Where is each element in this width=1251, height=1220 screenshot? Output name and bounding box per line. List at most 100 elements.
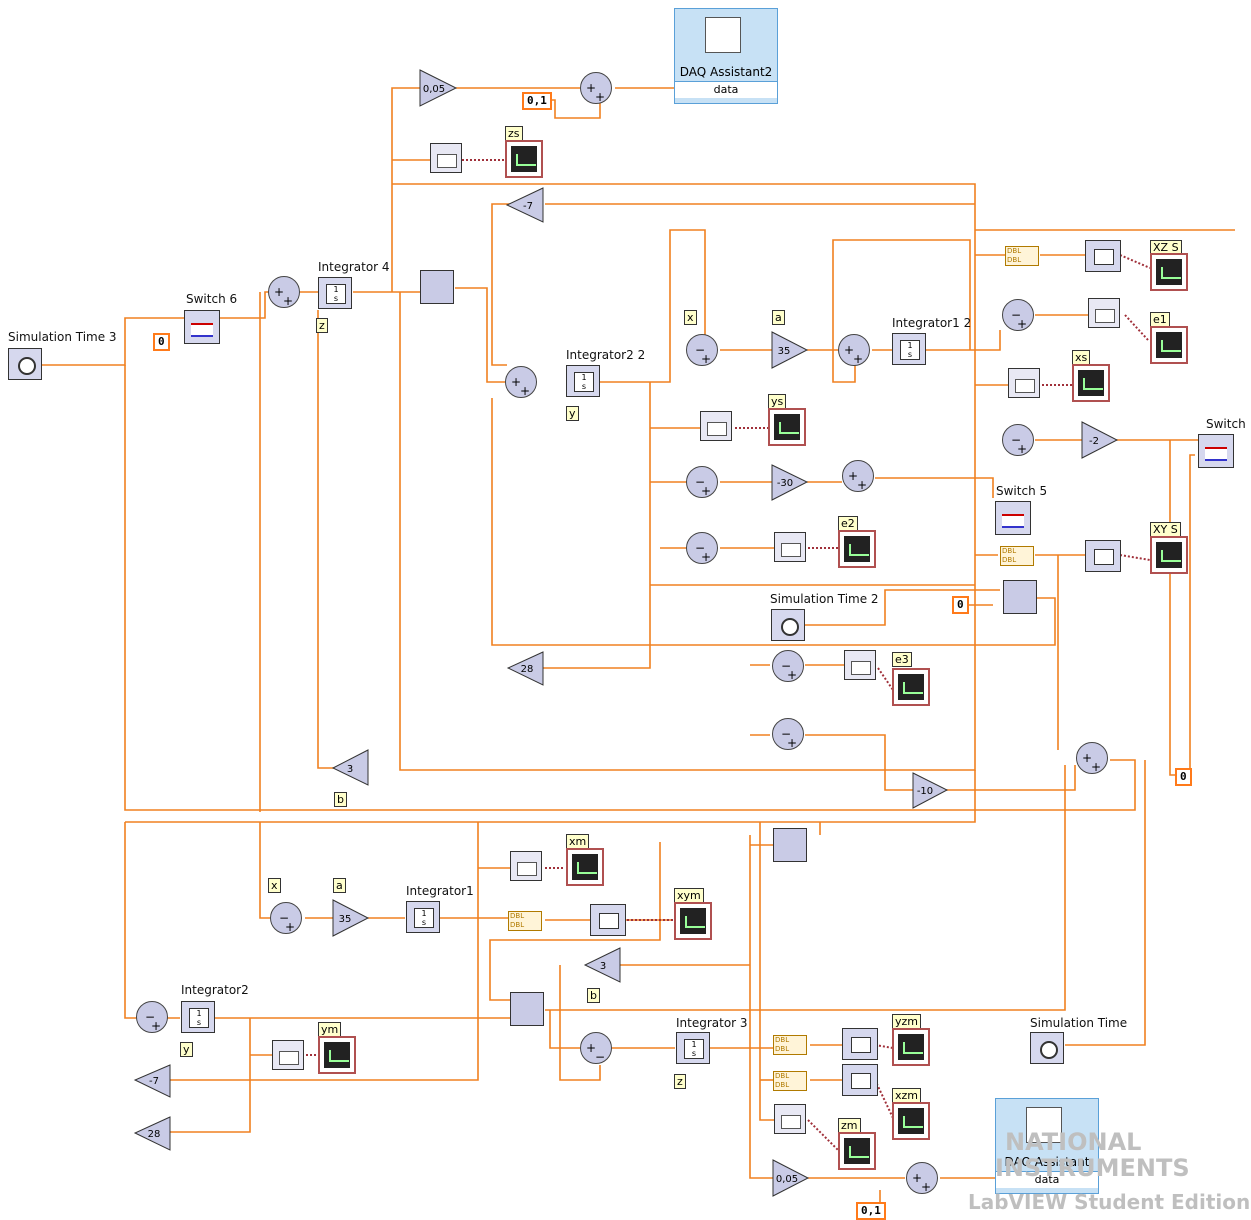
multiply-node-switch5[interactable] [1003,580,1037,614]
tag-y-bottom: y [180,1042,193,1057]
constant-01-top[interactable]: 0,1 [522,92,552,110]
waveform-builder-e2[interactable] [774,532,806,562]
sum-node-right[interactable]: ++ [1076,742,1108,774]
scope-xzs[interactable] [1150,253,1188,291]
tag-b-top: b [334,792,347,807]
sum-node-e3[interactable]: −+ [772,650,804,682]
waveform-builder-xs[interactable] [1008,368,1040,398]
sim-time-2-label: Simulation Time 2 [770,592,879,606]
daq-assistant-node[interactable]: DAQ Assistant data [995,1098,1099,1194]
switch-label: Switch [1206,417,1246,431]
waveform-builder-ys[interactable] [700,411,732,441]
scope-e2[interactable] [838,530,876,568]
simulation-time-3-node[interactable] [8,348,42,380]
scope-label-ys: ys [768,394,787,409]
constant-0-switch5[interactable]: 0 [952,596,969,614]
watermark-national: NATIONAL [1005,1128,1142,1156]
sum-node-minus2[interactable]: −+ [1002,424,1034,456]
tag-z-bottom: z [674,1074,686,1089]
constant-0-switch6[interactable]: 0 [153,333,170,351]
waveform-builder-e1[interactable] [1088,298,1120,328]
gain-005-bottom: 0,05 [776,1174,798,1185]
sum-node-y-bottom[interactable]: −+ [136,1001,168,1033]
constant-0-switch[interactable]: 0 [1175,768,1192,786]
gain-3-top: 3 [347,764,353,775]
sum-node-daq2[interactable]: ++ [580,72,612,104]
gain-minus7-bottom: -7 [149,1076,159,1087]
scope-xys[interactable] [1150,536,1188,574]
multiply-node-mid[interactable] [773,828,807,862]
xy-builder-xys[interactable] [1085,540,1121,572]
tag-z-top: z [316,318,328,333]
xy-builder-xzm[interactable] [842,1064,878,1096]
sum-node-z-bottom[interactable]: +− [580,1032,612,1064]
scope-xym[interactable] [674,902,712,940]
scope-label-xzm: xzm [892,1088,921,1103]
multiply-node-top[interactable] [420,270,454,304]
sum-node-e1[interactable]: −+ [1002,299,1034,331]
sum-node-daq[interactable]: ++ [906,1162,938,1194]
sum-node-y-mid[interactable]: ++ [842,460,874,492]
switch-5-node[interactable] [995,501,1031,535]
scope-ys[interactable] [768,408,806,446]
sum-node-minus10[interactable]: −+ [772,718,804,750]
sum-node-minus30[interactable]: −+ [686,466,718,498]
watermark-student-edition: LabVIEW Student Edition [968,1190,1251,1214]
integrator1-2-label: Integrator1 2 [892,316,972,330]
tag-a-top: a [772,310,785,325]
daq-assistant-title: DAQ Assistant [1004,1155,1090,1169]
scope-label-yzm: yzm [892,1014,921,1029]
sum-node-e2[interactable]: −+ [686,532,718,564]
scope-ym[interactable] [318,1036,356,1074]
gain-minus10: -10 [917,786,933,797]
scope-xs[interactable] [1072,364,1110,402]
simulation-time-node[interactable] [1030,1032,1064,1064]
waveform-builder-e3[interactable] [844,650,876,680]
daq-assistant2-data-port[interactable]: data [675,81,777,98]
scope-xzm[interactable] [892,1102,930,1140]
tag-x-top: x [684,310,697,325]
switch-6-label: Switch 6 [186,292,238,306]
gain-minus7-top: -7 [523,201,533,212]
switch-node[interactable] [1198,434,1234,468]
multiply-node-bottom[interactable] [510,992,544,1026]
scope-xm[interactable] [566,848,604,886]
sum-node-y[interactable]: ++ [505,366,537,398]
sum-node-x-bottom[interactable]: −+ [270,902,302,934]
scope-zm[interactable] [838,1132,876,1170]
xy-builder-xzs[interactable] [1085,240,1121,272]
scope-label-e3: e3 [892,652,912,667]
sum-node-x-error[interactable]: −+ [686,334,718,366]
scope-zs[interactable] [505,140,543,178]
scope-label-ym: ym [318,1022,342,1037]
waveform-builder-xm[interactable] [510,851,542,881]
waveform-builder-ym[interactable] [272,1040,304,1070]
switch-6-node[interactable] [184,310,220,344]
scope-yzm[interactable] [892,1028,930,1066]
sum-node-z[interactable]: ++ [268,276,300,308]
scope-e3[interactable] [892,668,930,706]
integrator-4-label: Integrator 4 [318,260,390,274]
daq-assistant2-node[interactable]: DAQ Assistant2 data [674,8,778,104]
sum-node-x[interactable]: ++ [838,334,870,366]
xy-builder-xym[interactable] [590,904,626,936]
constant-01-bottom[interactable]: 0,1 [856,1202,886,1220]
daq-assistant-data-port[interactable]: data [996,1171,1098,1188]
xy-builder-yzm[interactable] [842,1028,878,1060]
simulation-time-2-node[interactable] [771,609,805,641]
scope-e1[interactable] [1150,326,1188,364]
waveform-builder-zm[interactable] [774,1104,806,1134]
waveform-builder-zs[interactable] [430,143,462,173]
